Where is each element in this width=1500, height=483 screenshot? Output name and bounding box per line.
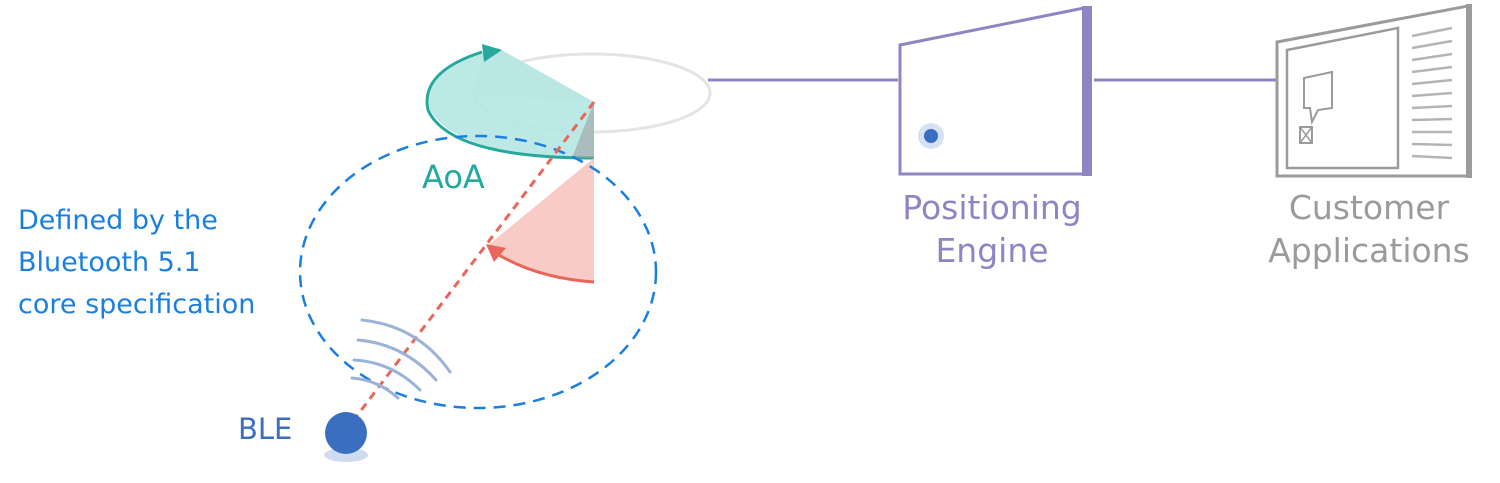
customer-applications-label: Customer Applications: [1258, 186, 1480, 272]
signal-waves-icon: [350, 318, 452, 400]
customer-applications-line2: Applications: [1268, 231, 1470, 270]
positioning-engine-line2: Engine: [935, 231, 1049, 270]
spec-note-line1: Defined by the: [18, 205, 218, 236]
aoa-angle-indicator: [425, 44, 595, 160]
ble-label: BLE: [238, 412, 293, 446]
spec-boundary-dashed: [298, 134, 658, 410]
spec-note-line3: core specification: [18, 289, 256, 320]
spec-note-label: Defined by the Bluetooth 5.1 core specif…: [18, 200, 255, 326]
customer-applications-line1: Customer: [1288, 188, 1450, 227]
ble-tag-icon: [324, 412, 368, 462]
line-of-sight: [348, 101, 596, 426]
spec-note-line2: Bluetooth 5.1: [18, 247, 201, 278]
server-icon: [898, 6, 1092, 176]
positioning-engine-line1: Positioning: [902, 188, 1082, 227]
elevation-angle-indicator: [486, 158, 595, 284]
application-window-icon: [1275, 4, 1472, 178]
positioning-engine-label: Positioning Engine: [893, 186, 1091, 272]
aoa-label: AoA: [422, 158, 485, 196]
